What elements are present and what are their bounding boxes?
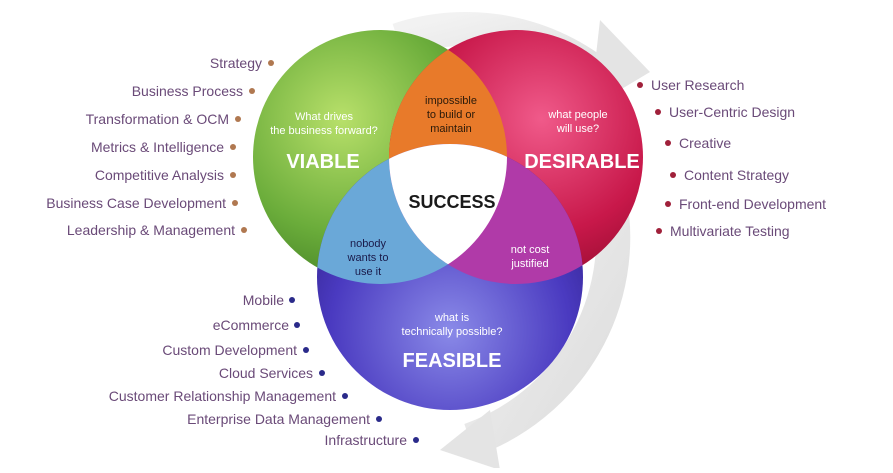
- list-item: User-Centric Design: [669, 104, 796, 120]
- overlap-top-line-1: impossible: [425, 95, 477, 107]
- success-label: SUCCESS: [408, 192, 495, 212]
- bullet-dot: [342, 393, 348, 399]
- list-item: Front-end Development: [679, 196, 827, 212]
- list-item: eCommerce: [212, 317, 289, 333]
- feasible-question-1: what is: [434, 312, 470, 324]
- overlap-right-line-1: not cost: [511, 244, 550, 256]
- list-item: Competitive Analysis: [94, 167, 224, 183]
- list-item: Business Case Development: [46, 195, 226, 211]
- overlap-right-line-2: justified: [510, 258, 548, 270]
- list-item: Infrastructure: [324, 432, 407, 448]
- feasible-title: FEASIBLE: [403, 350, 502, 372]
- list-item: Content Strategy: [684, 167, 790, 183]
- list-item: Multivariate Testing: [670, 223, 790, 239]
- bullet-dot: [665, 201, 671, 207]
- list-item: Enterprise Data Management: [187, 411, 370, 427]
- bullet-dot: [249, 88, 255, 94]
- bullet-dot: [289, 297, 295, 303]
- desirable-question-1: what people: [547, 109, 607, 121]
- list-item: Business Process: [131, 83, 243, 99]
- bullet-dot: [319, 370, 325, 376]
- overlap-left-line-2: wants to: [347, 252, 389, 264]
- desirable-question-2: will use?: [556, 123, 599, 135]
- feasible-question-2: technically possible?: [402, 326, 503, 338]
- bullet-dot: [303, 347, 309, 353]
- bullet-dot: [670, 172, 676, 178]
- bullet-dot: [241, 227, 247, 233]
- viable-title: VIABLE: [286, 151, 359, 173]
- list-item: Custom Development: [162, 342, 297, 358]
- bullet-dot: [230, 172, 236, 178]
- bullet-dot: [656, 228, 662, 234]
- bullet-dot: [268, 60, 274, 66]
- bullet-dot: [376, 416, 382, 422]
- bullet-dot: [235, 116, 241, 122]
- list-item: Mobile: [242, 292, 284, 308]
- list-item: Cloud Services: [218, 365, 313, 381]
- list-item: Metrics & Intelligence: [90, 139, 224, 155]
- bullet-dot: [655, 109, 661, 115]
- bullet-dot: [230, 144, 236, 150]
- list-item: Leadership & Management: [66, 222, 235, 238]
- viable-question-1: What drives: [295, 111, 354, 123]
- list-item: Creative: [679, 135, 732, 151]
- bullet-dot: [294, 322, 300, 328]
- list-item: Transformation & OCM: [85, 111, 229, 127]
- overlap-left-line-3: use it: [355, 266, 381, 278]
- desirable-title: DESIRABLE: [524, 151, 640, 173]
- overlap-left-line-1: nobody: [350, 238, 387, 250]
- list-item: Strategy: [209, 55, 262, 71]
- list-item: Customer Relationship Management: [108, 388, 336, 404]
- bullet-dot: [413, 437, 419, 443]
- list-item: User Research: [651, 77, 745, 93]
- bullet-dot: [665, 140, 671, 146]
- bullet-dot: [637, 82, 643, 88]
- overlap-top-line-2: to build or: [427, 109, 476, 121]
- overlap-top-line-3: maintain: [430, 123, 472, 135]
- bullet-dot: [232, 200, 238, 206]
- viable-question-2: the business forward?: [270, 125, 378, 137]
